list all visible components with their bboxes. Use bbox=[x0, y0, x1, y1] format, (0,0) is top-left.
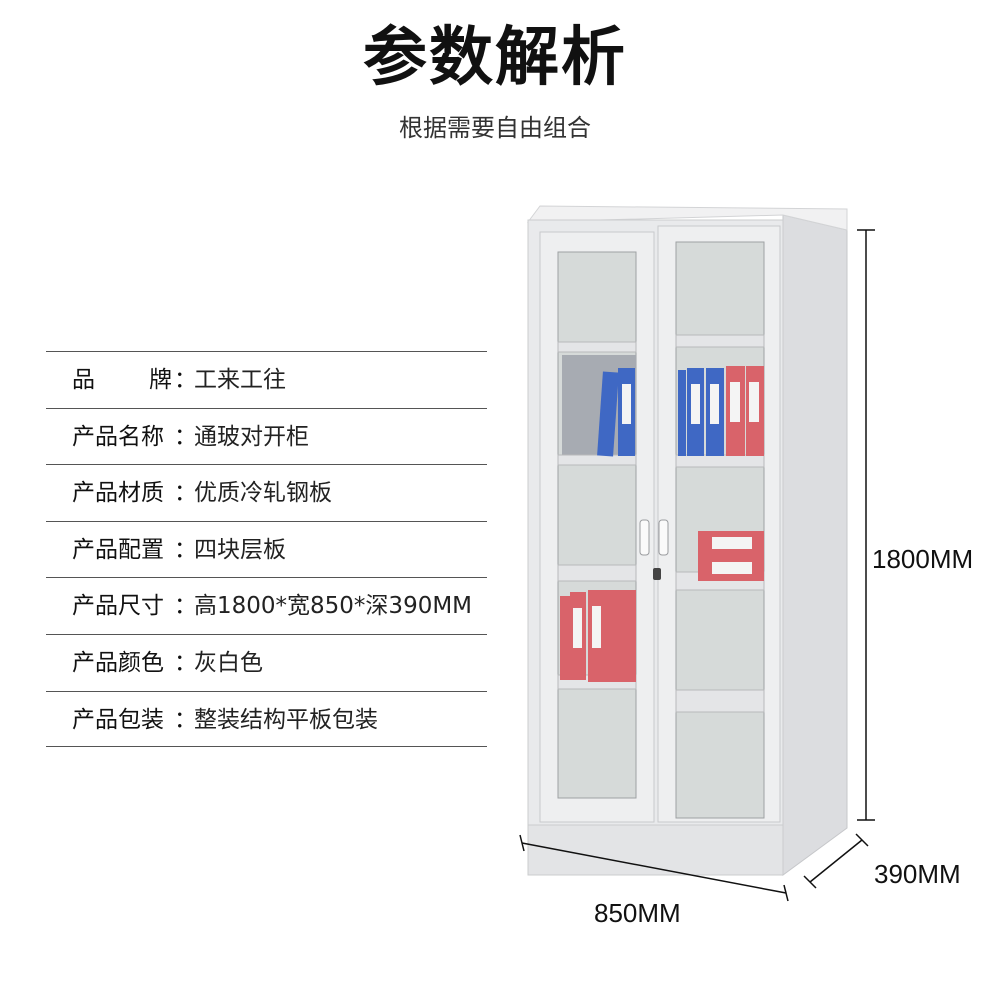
spec-row-brand: 品牌 ： 工来工往 bbox=[46, 351, 487, 408]
depth-dimension-line bbox=[809, 839, 863, 883]
binder-label bbox=[749, 382, 759, 422]
binder-label bbox=[710, 384, 719, 424]
shelf bbox=[557, 454, 637, 466]
cabinet-plinth bbox=[527, 824, 784, 876]
binder-label bbox=[712, 537, 752, 549]
spec-label: 产品材质 bbox=[72, 480, 164, 507]
binder-label bbox=[691, 384, 700, 424]
shelf bbox=[557, 341, 637, 353]
cabinet-top-panel bbox=[526, 205, 848, 231]
binder-label bbox=[573, 608, 582, 648]
cabinet-side-panel bbox=[782, 214, 848, 876]
spec-label-char: 品 bbox=[72, 367, 95, 393]
lock-icon bbox=[653, 568, 661, 580]
cabinet-illustration bbox=[519, 205, 875, 902]
shelf bbox=[675, 454, 765, 468]
binder-blue bbox=[678, 370, 686, 456]
spec-colon: ： bbox=[174, 649, 197, 676]
width-dimension-line bbox=[521, 842, 787, 894]
depth-dimension-tick bbox=[803, 875, 817, 889]
spec-value: 工来工往 bbox=[194, 367, 286, 393]
spec-value: 优质冷轧钢板 bbox=[194, 480, 332, 507]
depth-dimension-tick bbox=[855, 833, 869, 847]
binder-label bbox=[712, 562, 752, 574]
depth-dimension-label: 390MM bbox=[874, 859, 961, 889]
spec-row-name: 产品名称 ： 通玻对开柜 bbox=[46, 407, 487, 465]
left-door-glass bbox=[557, 251, 637, 799]
spec-colon: ： bbox=[174, 480, 197, 507]
spec-colon: ： bbox=[174, 593, 197, 620]
width-dimension-label: 850MM bbox=[594, 898, 681, 928]
binder-blue bbox=[597, 371, 619, 457]
spec-row-packaging: 产品包装 ： 整装结构平板包装 bbox=[46, 690, 487, 748]
spec-label: 产品尺寸 bbox=[72, 593, 164, 620]
width-dimension-tick bbox=[519, 834, 525, 852]
page-title: 参数解析 bbox=[363, 21, 627, 95]
height-dimension-label: 1800MM bbox=[872, 544, 974, 574]
spec-row-material: 产品材质 ： 优质冷轧钢板 bbox=[46, 464, 487, 521]
spec-row-size: 产品尺寸 ： 高1800*宽850*深390MM bbox=[46, 577, 487, 634]
spec-value: 灰白色 bbox=[194, 649, 263, 676]
binder-label bbox=[592, 606, 601, 648]
spec-row-config: 产品配置 ： 四块层板 bbox=[46, 520, 487, 578]
binder-red bbox=[560, 596, 570, 680]
spec-colon: ： bbox=[174, 536, 197, 563]
door-handle-left bbox=[639, 519, 650, 556]
page-subtitle: 根据需要自由组合 bbox=[399, 114, 591, 142]
spec-label: 产品名称 bbox=[72, 423, 164, 450]
spec-label: 产品配置 bbox=[72, 536, 164, 563]
spec-table: 品牌 ： 工来工往 产品名称 ： 通玻对开柜 产品材质 ： 优质冷轧钢板 产品配… bbox=[46, 351, 487, 748]
binder-label bbox=[730, 382, 740, 422]
shelf bbox=[675, 689, 765, 713]
spec-value: 整装结构平板包装 bbox=[194, 706, 378, 733]
spec-row-color: 产品颜色 ： 灰白色 bbox=[46, 633, 487, 691]
binder-label bbox=[622, 384, 631, 424]
spec-colon: ： bbox=[174, 423, 197, 450]
spec-label: 产品包装 bbox=[72, 706, 164, 733]
shelf bbox=[557, 564, 637, 582]
spec-label: 产品颜色 bbox=[72, 649, 164, 676]
spec-value: 通玻对开柜 bbox=[194, 423, 309, 450]
door-handle-right bbox=[658, 519, 669, 556]
spec-value: 四块层板 bbox=[194, 536, 286, 563]
spec-label: 品牌 bbox=[72, 352, 172, 408]
spec-colon: ： bbox=[174, 706, 197, 733]
shelf bbox=[675, 334, 765, 348]
spec-value: 高1800*宽850*深390MM bbox=[194, 593, 473, 620]
spec-label-char: 牌 bbox=[149, 367, 172, 393]
right-door-glass bbox=[675, 241, 765, 819]
width-dimension-tick bbox=[783, 884, 789, 902]
spec-colon: ： bbox=[174, 367, 197, 393]
